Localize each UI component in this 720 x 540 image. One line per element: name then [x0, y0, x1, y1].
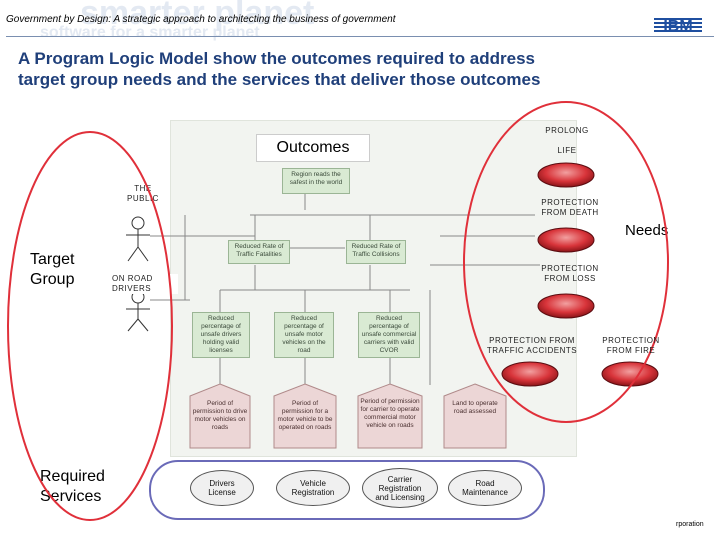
- need-fire-line-1: PROTECTION: [602, 336, 660, 345]
- disk-protection-death-icon: [537, 227, 595, 253]
- outcome-box-fatalities: Reduced Rate of Traffic Fatalities: [228, 240, 290, 264]
- label-the-public: THE PUBLIC: [118, 184, 168, 204]
- watermark-text: smarter planet: [80, 0, 315, 32]
- ibm-logo-text: IBM: [663, 18, 692, 35]
- disk-prolong-life-icon: [537, 162, 595, 188]
- service-vehicle-line-2: Registration: [291, 488, 335, 497]
- service-vehicle-registration: Vehicle Registration: [276, 470, 350, 506]
- disk-protection-traffic-icon: [501, 361, 559, 387]
- need-protection-death: PROTECTION FROM DEATH: [534, 198, 606, 218]
- permission-shape-drive: [189, 383, 251, 449]
- service-road-maintenance: Road Maintenance: [448, 470, 522, 506]
- header-subtitle: Government by Design: A strategic approa…: [6, 14, 396, 25]
- service-road-line-1: Road: [475, 479, 495, 488]
- permission-box-drive: Period of permission to drive motor vehi…: [192, 400, 248, 431]
- need-death-line-1: PROTECTION: [541, 198, 599, 207]
- label-services-line-1: Required: [40, 468, 105, 485]
- need-prolong-line-2: LIFE: [557, 146, 577, 155]
- service-carrier-line-3: and Licensing: [375, 492, 425, 502]
- label-drivers-line-2: DRIVERS: [112, 284, 152, 293]
- header-rule: [6, 36, 714, 37]
- outcome-box-unsafe-vehicles: Reduced percentage of unsafe motor vehic…: [274, 312, 334, 358]
- needs-highlight-ellipse: [463, 101, 669, 423]
- service-carrier-line-2: Registration: [378, 483, 422, 493]
- need-death-line-2: FROM DEATH: [541, 208, 599, 217]
- need-loss-line-2: FROM LOSS: [544, 274, 596, 283]
- need-protection-fire: PROTECTION FROM FIRE: [596, 336, 666, 356]
- service-drivers-license: Drivers License: [190, 470, 254, 506]
- target-highlight-ellipse: [7, 131, 173, 521]
- outcomes-label: Outcomes: [256, 134, 370, 162]
- permission-shape-road: [443, 383, 507, 449]
- label-the-public-line-1: THE: [134, 184, 152, 193]
- permission-shape-vehicle: [273, 383, 337, 449]
- page-title: A Program Logic Model show the outcomes …: [18, 48, 708, 90]
- permission-box-vehicle: Period of permission for a motor vehicle…: [277, 400, 333, 431]
- permission-box-carrier: Period of permission for carrier to oper…: [360, 398, 420, 429]
- title-line-1: A Program Logic Model show the outcomes …: [18, 49, 536, 68]
- need-fire-line-2: FROM FIRE: [606, 346, 656, 355]
- need-prolong-line-1: PROLONG: [545, 126, 589, 135]
- need-traffic-line-2: TRAFFIC ACCIDENTS: [486, 346, 578, 355]
- service-drivers-line-2: License: [208, 488, 236, 497]
- need-protection-loss: PROTECTION FROM LOSS: [534, 264, 606, 284]
- header-watermark: smarter planet: [80, 0, 314, 33]
- disk-protection-loss-icon: [537, 293, 595, 319]
- need-prolong-life: PROLONG LIFE: [532, 126, 602, 156]
- outcome-box-top: Region reads the safest in the world: [282, 168, 350, 194]
- title-line-2: target group needs and the services that…: [18, 70, 541, 89]
- ibm-logo: IBM: [654, 18, 702, 35]
- disk-protection-fire-icon: [601, 361, 659, 387]
- permission-shape-carrier: [357, 383, 423, 449]
- service-vehicle-line-1: Vehicle: [300, 479, 326, 488]
- label-target-line-1: Target: [30, 251, 75, 268]
- label-the-public-line-2: PUBLIC: [127, 194, 159, 203]
- service-drivers-line-1: Drivers: [209, 479, 235, 488]
- label-target-group: Target Group: [30, 250, 74, 290]
- label-target-line-2: Group: [30, 271, 75, 288]
- need-protection-traffic: PROTECTION FROM TRAFFIC ACCIDENTS: [484, 336, 580, 356]
- person-figures: [126, 216, 150, 332]
- permission-box-road: Land to operate road assessed: [452, 400, 498, 415]
- outcome-box-unsafe-carriers: Reduced percentage of unsafe commercial …: [358, 312, 420, 358]
- service-road-line-2: Maintenance: [462, 488, 508, 497]
- service-carrier-line-1: Carrier: [387, 474, 413, 484]
- footer-copyright: rporation: [676, 521, 704, 528]
- label-on-road-drivers: ON ROAD DRIVERS: [112, 274, 178, 294]
- services-highlight-box: [149, 460, 545, 520]
- label-drivers-line-1: ON ROAD: [112, 274, 153, 283]
- outcome-box-unsafe-drivers: Reduced percentage of unsafe drivers hol…: [192, 312, 250, 358]
- need-traffic-line-1: PROTECTION FROM: [489, 336, 575, 345]
- service-carrier-registration: Carrier Registration and Licensing: [362, 468, 438, 508]
- need-loss-line-1: PROTECTION: [541, 264, 599, 273]
- label-needs: Needs: [625, 222, 669, 239]
- outcome-box-collisions: Reduced Rate of Traffic Collisions: [346, 240, 406, 264]
